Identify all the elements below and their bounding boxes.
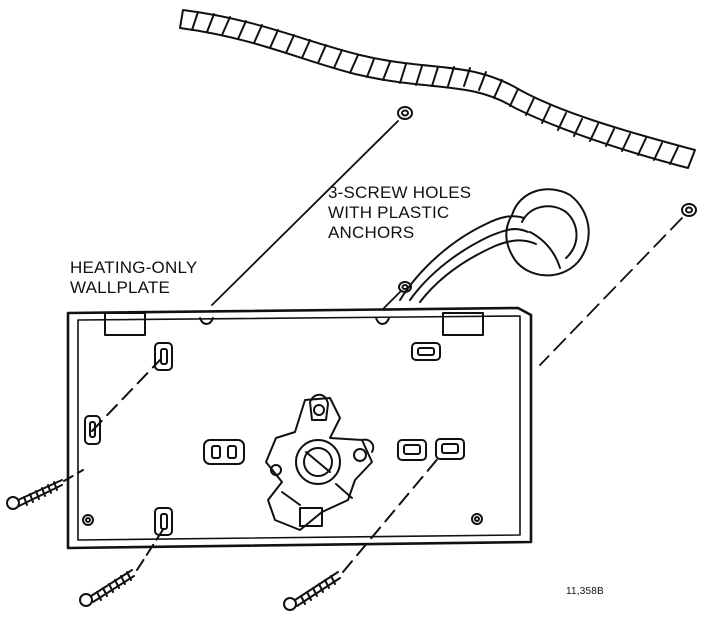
- screw-holes-label-line-3: ANCHORS: [328, 223, 415, 242]
- mounting-slots: [84, 342, 465, 536]
- screw-holes-label-line-2: WITH PLASTIC: [328, 203, 450, 222]
- screw-holes-label-line-1: 3-SCREW HOLES: [328, 183, 472, 202]
- figure-number: 11,358B: [566, 586, 604, 597]
- screw-bottom-center: [283, 455, 441, 611]
- wallplate-body: [66, 306, 533, 550]
- wallplate-label-line-2: WALLPLATE: [70, 278, 171, 297]
- wallplate-label: HEATING-ONLY WALLPLATE: [70, 258, 197, 298]
- screw-holes-label: 3-SCREW HOLES WITH PLASTIC ANCHORS: [328, 183, 471, 243]
- wire-bundle: [399, 188, 590, 303]
- anchor-top: [397, 106, 413, 120]
- wallplate-label-line-1: HEATING-ONLY: [70, 258, 198, 277]
- alignment-lines: [211, 120, 683, 366]
- anchor-right: [681, 203, 697, 217]
- wall-wire-strip: [179, 9, 696, 169]
- screw-bottom-left: [79, 527, 165, 607]
- screw-left: [6, 359, 161, 510]
- central-mechanism: [265, 393, 375, 531]
